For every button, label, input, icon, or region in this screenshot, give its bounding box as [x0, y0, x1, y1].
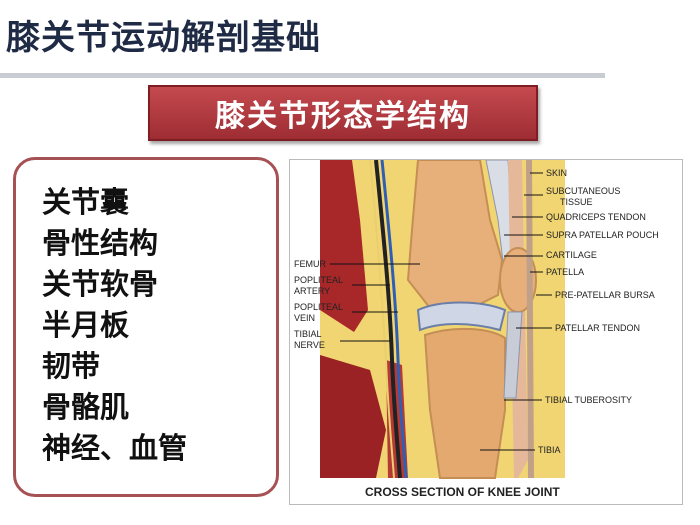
title-divider [0, 73, 605, 78]
label-popliteal-vein-1: POPLITEAL [294, 302, 343, 312]
label-cartilage: CARTILAGE [546, 250, 597, 260]
cartilage [416, 301, 507, 332]
popliteal-artery [374, 160, 402, 479]
structures-list: 关节囊 骨性结构 关节软骨 半月板 韧带 骨骼肌 神经、血管 [42, 182, 187, 469]
label-femur: FEMUR [294, 259, 326, 269]
femur [406, 160, 504, 312]
patellar-tendon [503, 311, 523, 399]
skin [526, 160, 534, 478]
label-patellar-tendon: PATELLAR TENDON [555, 323, 640, 333]
figure-caption: CROSS SECTION OF KNEE JOINT [365, 485, 560, 499]
popliteal-vein [380, 160, 408, 479]
label-patella: PATELLA [546, 267, 584, 277]
label-tibia: TIBIA [538, 445, 561, 455]
list-item: 关节囊 [42, 185, 130, 219]
list-item: 关节软骨 [42, 267, 159, 301]
label-quadriceps-tendon: QUADRICEPS TENDON [546, 212, 646, 222]
knee-cross-section-figure: SKIN SUBCUTANEOUS TISSUE QUADRICEPS TEND… [289, 159, 683, 505]
right-leader-lines [480, 172, 552, 451]
label-pre-patellar-bursa: PRE-PATELLAR BURSA [555, 290, 655, 300]
calf-muscle [320, 355, 386, 478]
list-item: 韧带 [42, 349, 101, 383]
list-item: 神经、血管 [42, 431, 188, 465]
thigh-muscle [320, 160, 368, 332]
tibial-nerve [369, 160, 395, 479]
list-item: 骨骼肌 [42, 390, 130, 424]
label-tibial-nerve-1: TIBIAL [294, 329, 322, 339]
knee-illustration: SKIN SUBCUTANEOUS TISSUE QUADRICEPS TEND… [294, 160, 659, 499]
label-popliteal-artery-1: POPLITEAL [294, 275, 343, 285]
label-subcutaneous-tissue: TISSUE [560, 197, 593, 207]
label-supra-patellar-pouch: SUPRA PATELLAR POUCH [546, 230, 659, 240]
left-leader-lines [330, 263, 420, 342]
label-popliteal-artery-2: ARTERY [294, 286, 330, 296]
structures-panel: 关节囊 骨性结构 关节软骨 半月板 韧带 骨骼肌 神经、血管 [13, 157, 279, 497]
label-tibial-nerve-2: NERVE [294, 340, 325, 350]
label-skin: SKIN [546, 168, 567, 178]
tibia [423, 327, 506, 479]
label-subcutaneous: SUBCUTANEOUS [546, 186, 620, 196]
label-tibial-tuberosity: TIBIAL TUBEROSITY [545, 395, 632, 405]
list-item: 骨性结构 [42, 226, 159, 260]
list-item: 半月板 [42, 308, 130, 342]
slide-title: 膝关节运动解剖基础 [6, 18, 321, 58]
label-popliteal-vein-2: VEIN [294, 313, 315, 323]
subtitle-text: 膝关节形态学结构 [215, 99, 471, 134]
subtitle-banner: 膝关节形态学结构 [148, 85, 538, 141]
